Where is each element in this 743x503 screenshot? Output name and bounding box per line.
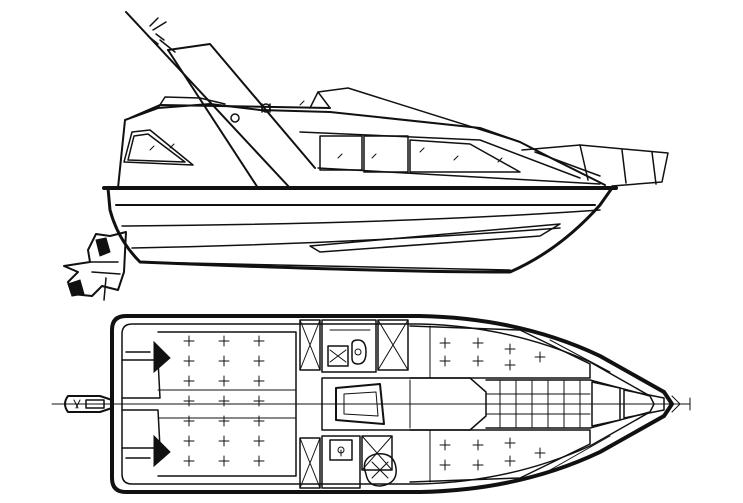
plan-hull-outline	[110, 314, 674, 494]
bow-tip	[623, 389, 691, 419]
cabin-superstructure	[117, 87, 606, 189]
forward-deck	[409, 325, 611, 483]
cockpit-deck-pattern	[183, 335, 265, 467]
window-2	[363, 135, 409, 173]
window-front-left	[123, 129, 194, 166]
mast	[125, 11, 316, 189]
plan-view	[51, 314, 691, 494]
head-compartment	[321, 319, 377, 373]
plan-outboard	[64, 395, 113, 413]
galley-compartment	[321, 435, 397, 489]
outboard-engine	[63, 231, 127, 301]
cabin-windows	[123, 100, 601, 185]
window-3	[409, 139, 521, 173]
bow-rail	[521, 144, 669, 187]
bulkhead-stowage	[299, 319, 409, 489]
window-1	[319, 135, 363, 171]
hull	[106, 186, 614, 274]
aft-cockpit	[121, 331, 297, 477]
side-elevation-view	[63, 11, 669, 301]
